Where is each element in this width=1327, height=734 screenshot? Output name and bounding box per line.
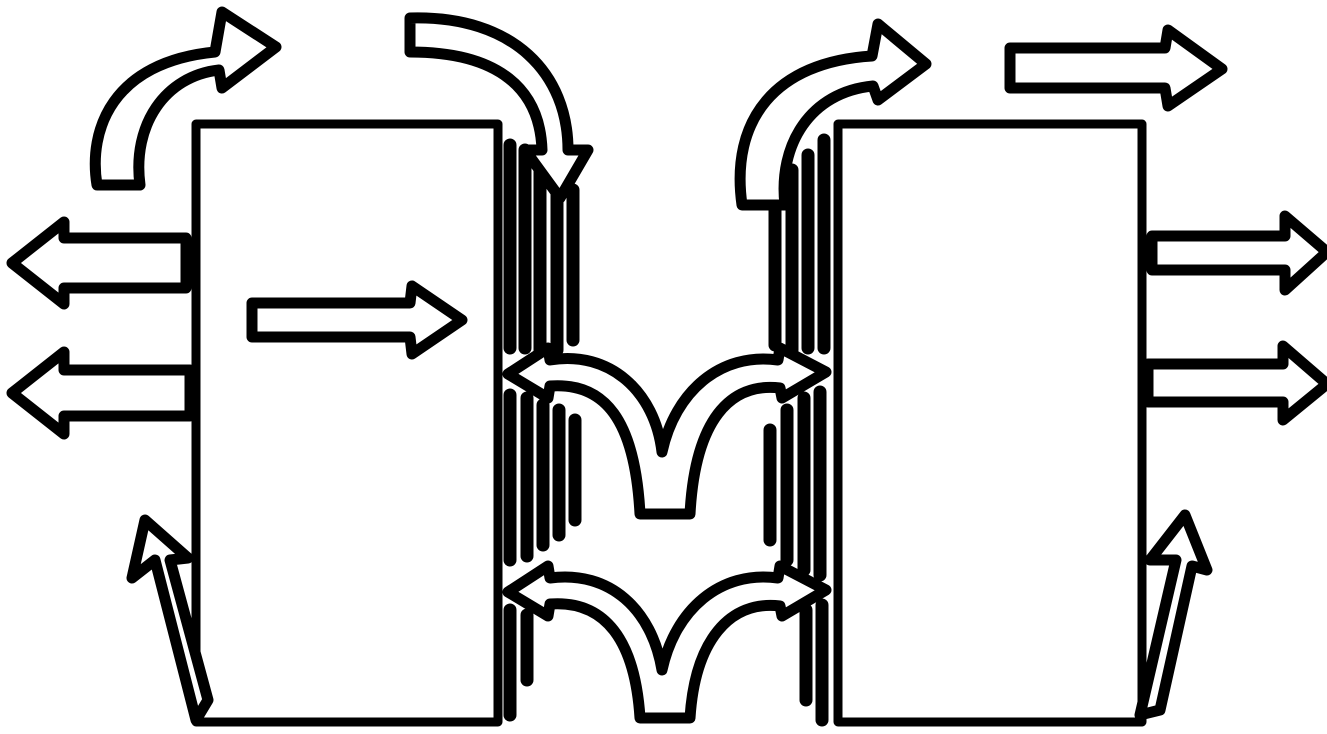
right-box [838,124,1142,722]
right-upper-arrow [1152,216,1327,290]
middle-lower-double-arrow [508,566,826,718]
left-box-hatching [510,145,575,715]
right-box-hatching [770,140,824,720]
left-lower-arrow [12,352,190,434]
right-bottom-arrow [1140,515,1207,715]
right-top-arrow [1010,30,1222,106]
left-upper-arrow [12,222,186,304]
right-lower-arrow [1148,346,1327,420]
left-box [196,124,498,722]
